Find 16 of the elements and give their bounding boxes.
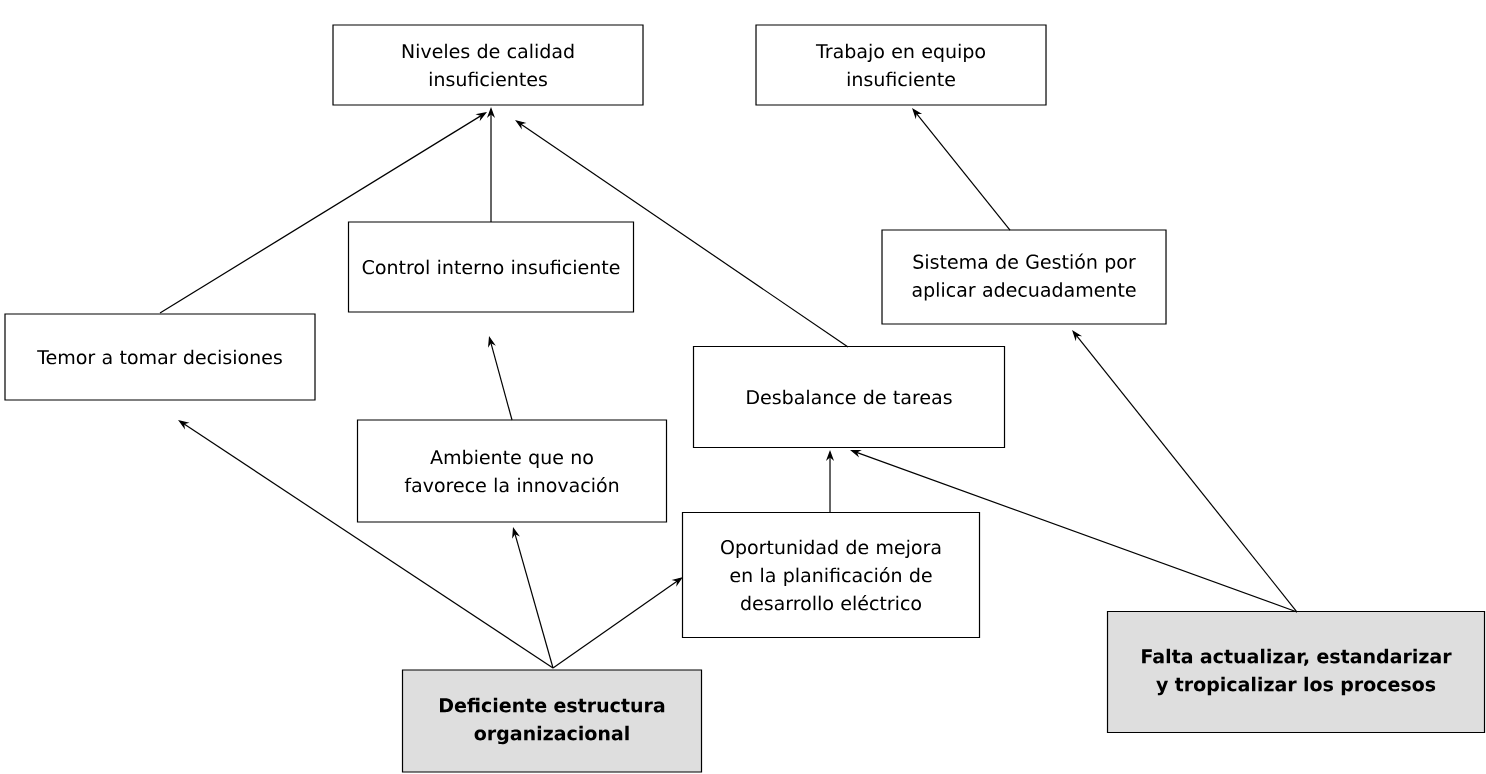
arrow	[552, 577, 683, 669]
cause-box: Control interno insuficiente	[347, 221, 635, 313]
cause-box: Sistema de Gestión por aplicar adecuadamente	[881, 229, 1167, 325]
arrow	[515, 120, 849, 348]
arrow	[1072, 330, 1298, 613]
cause-box: Niveles de calidad insuficientes	[332, 24, 644, 106]
cause-box: Oportunidad de mejora en la planificación de desarrollo eléctrico	[681, 511, 981, 639]
arrow	[912, 108, 1011, 231]
cause-box: Ambiente que no favorece la innovación	[356, 419, 668, 523]
root-cause-box: Falta actualizar, estandarizar y tropicalizar los procesos	[1106, 610, 1486, 734]
cause-box: Desbalance de tareas	[692, 345, 1006, 449]
cause-box: Temor a tomar decisiones	[4, 313, 316, 401]
root-cause-box: Deficiente estructura organizacional	[401, 669, 703, 773]
arrow	[178, 420, 554, 669]
cause-box: Trabajo en equipo insuficiente	[755, 24, 1047, 106]
arrow	[159, 112, 487, 314]
